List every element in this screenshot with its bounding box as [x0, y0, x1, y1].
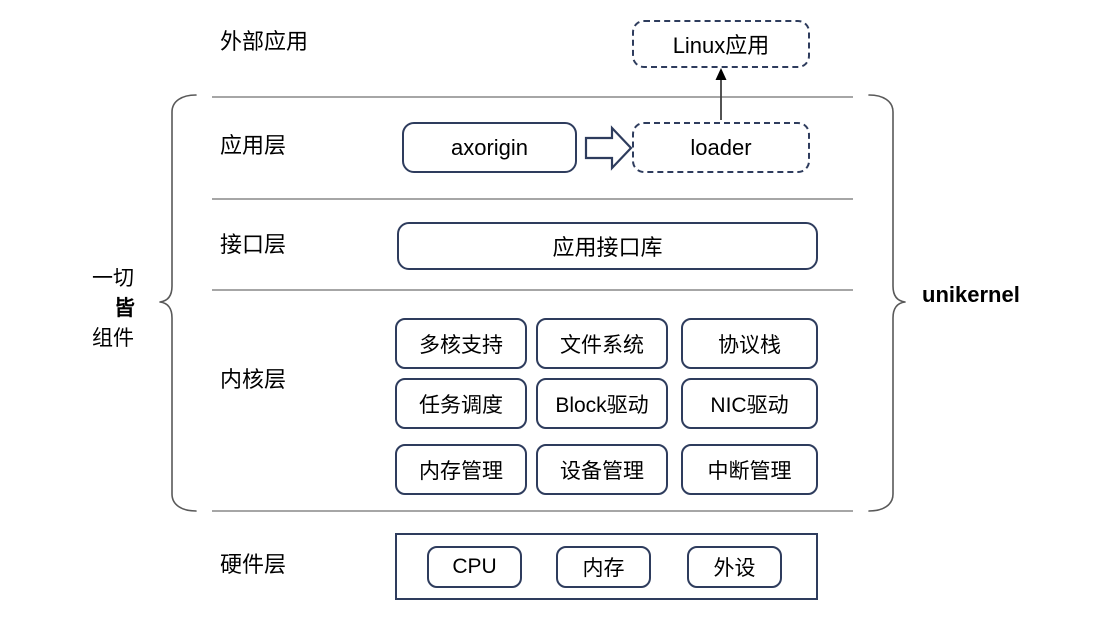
loader-box[interactable]: loader — [632, 122, 810, 173]
right-brace-icon — [869, 95, 905, 511]
divider-app-interface — [212, 198, 853, 200]
external-app-row-label: 外部应用 — [220, 29, 309, 54]
axorigin-to-loader-block-arrow-icon — [586, 128, 631, 168]
app-layer-label: 应用层 — [220, 133, 287, 158]
kernel-box-device-management[interactable]: 设备管理 — [536, 444, 668, 495]
hardware-layer-label: 硬件层 — [220, 552, 287, 577]
kernel-box-interrupt-management[interactable]: 中断管理 — [681, 444, 818, 495]
linux-app-box[interactable]: Linux应用 — [632, 20, 810, 68]
divider-interface-kernel — [212, 289, 853, 291]
kernel-box-task-scheduling[interactable]: 任务调度 — [395, 378, 527, 429]
app-interface-lib-box[interactable]: 应用接口库 — [397, 222, 818, 270]
kernel-box-multicore[interactable]: 多核支持 — [395, 318, 527, 369]
interface-layer-label: 接口层 — [220, 232, 287, 257]
loader-to-linuxapp-arrow-icon — [715, 68, 727, 120]
left-brace-label-line2: 皆 — [114, 297, 135, 320]
kernel-box-filesystem[interactable]: 文件系统 — [536, 318, 668, 369]
hardware-box-memory[interactable]: 内存 — [556, 546, 651, 588]
kernel-box-memory-management[interactable]: 内存管理 — [395, 444, 527, 495]
axorigin-box[interactable]: axorigin — [402, 122, 577, 173]
right-brace-label: unikernel — [922, 282, 1020, 307]
divider-top — [212, 96, 853, 98]
left-brace-label-line1: 一切 — [92, 267, 134, 290]
hardware-box-cpu[interactable]: CPU — [427, 546, 522, 588]
left-brace-icon — [160, 95, 196, 511]
divider-kernel-bottom — [212, 510, 853, 512]
kernel-box-block-driver[interactable]: Block驱动 — [536, 378, 668, 429]
kernel-layer-label: 内核层 — [220, 367, 287, 392]
hardware-box-peripheral[interactable]: 外设 — [687, 546, 782, 588]
kernel-box-nic-driver[interactable]: NIC驱动 — [681, 378, 818, 429]
left-brace-label-line3: 组件 — [92, 327, 134, 350]
kernel-box-protocol-stack[interactable]: 协议栈 — [681, 318, 818, 369]
